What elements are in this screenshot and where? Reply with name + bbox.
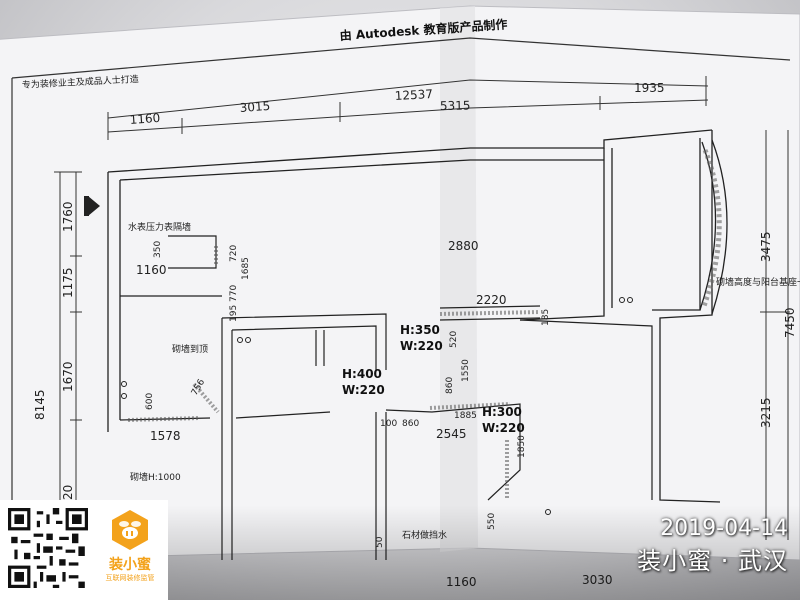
paper-crease [440, 6, 478, 552]
dim-line-total [107, 79, 709, 119]
dim-left-total: 8145 [33, 389, 47, 420]
dim-left-1: 1760 [61, 201, 75, 232]
dim-living-width: 2880 [448, 239, 479, 253]
dim-top-4: 1935 [634, 81, 665, 95]
logo-name: 装小蜜 [109, 557, 151, 573]
watermark-badge: 装小蜜 互联网装修监管 [0, 500, 168, 600]
note-wall-height: 砌墙H:1000 [130, 471, 181, 483]
dim-right-1: 3475 [759, 231, 773, 262]
dim-line-segments [107, 99, 709, 133]
dim-i-1685: 1685 [241, 257, 251, 280]
dim-i-50: 50 [375, 536, 385, 548]
dim-i-770: 770 [229, 285, 239, 302]
door-c-height: H:300 [482, 405, 522, 419]
dim-top-2: 3015 [239, 99, 270, 115]
caption-date: 2019-04-14 [660, 516, 788, 541]
dim-left-3: 1670 [61, 361, 75, 392]
dim-i-550: 550 [487, 513, 497, 530]
door-c-width: W:220 [482, 421, 525, 435]
dim-i-1578: 1578 [150, 429, 181, 443]
entry-arrow-icon [88, 196, 100, 216]
brand-logo: 装小蜜 互联网装修监管 [100, 508, 160, 592]
note-balcony: 砌墙高度与阳台基座一致 [716, 276, 800, 288]
note-wall-top: 砌墙到顶 [172, 343, 208, 355]
balcony-curve [699, 141, 717, 311]
dim-i-720: 720 [229, 245, 239, 262]
dim-i-195: 195 [229, 305, 239, 322]
caption-brand-city: 装小蜜 · 武汉 [637, 547, 788, 575]
door-a-height: H:350 [400, 323, 440, 337]
door-b-height: H:400 [342, 367, 382, 381]
dim-i-600: 600 [145, 393, 155, 410]
door-a-width: W:220 [400, 339, 443, 353]
dim-i-860: 860 [445, 377, 455, 394]
dim-i-185: 185 [541, 309, 551, 326]
dim-left-2: 1175 [61, 267, 75, 298]
dim-right-total: 7450 [783, 307, 797, 338]
dim-i-860b: 860 [402, 419, 419, 429]
dim-top-total: 12537 [394, 87, 433, 103]
dim-i-350: 350 [153, 241, 163, 258]
dim-i-1850: 1850 [517, 435, 527, 458]
door-b-width: W:220 [342, 383, 385, 397]
dim-i-2545: 2545 [436, 427, 467, 441]
qr-code-icon [8, 508, 88, 588]
dim-right-2: 3215 [759, 397, 773, 428]
dim-i-520: 520 [449, 331, 459, 348]
logo-tagline: 互联网装修监管 [105, 574, 155, 582]
dim-bottom-1: 1160 [446, 575, 477, 589]
dim-top-3: 5315 [440, 98, 471, 113]
border-top [11, 37, 791, 79]
photo-caption: 2019-04-14 装小蜜 · 武汉 [637, 514, 788, 578]
dim-left-4: 20 [61, 485, 75, 500]
note-stone-sill: 石材做挡水 [402, 529, 447, 541]
dim-top-1: 1160 [129, 111, 160, 127]
bee-hexagon-icon [112, 510, 148, 550]
interior-walls [119, 235, 653, 560]
dim-bottom-2: 3030 [582, 573, 613, 587]
dim-i-1160: 1160 [136, 263, 167, 277]
paper-sheet [0, 5, 800, 561]
dim-i-1885: 1885 [454, 411, 477, 421]
dim-i-2220: 2220 [476, 293, 507, 307]
note-water-meter: 水表压力表隔墙 [128, 221, 191, 233]
dim-i-1550: 1550 [461, 359, 471, 382]
outer-walls [107, 129, 721, 503]
dim-i-100: 100 [380, 419, 397, 429]
